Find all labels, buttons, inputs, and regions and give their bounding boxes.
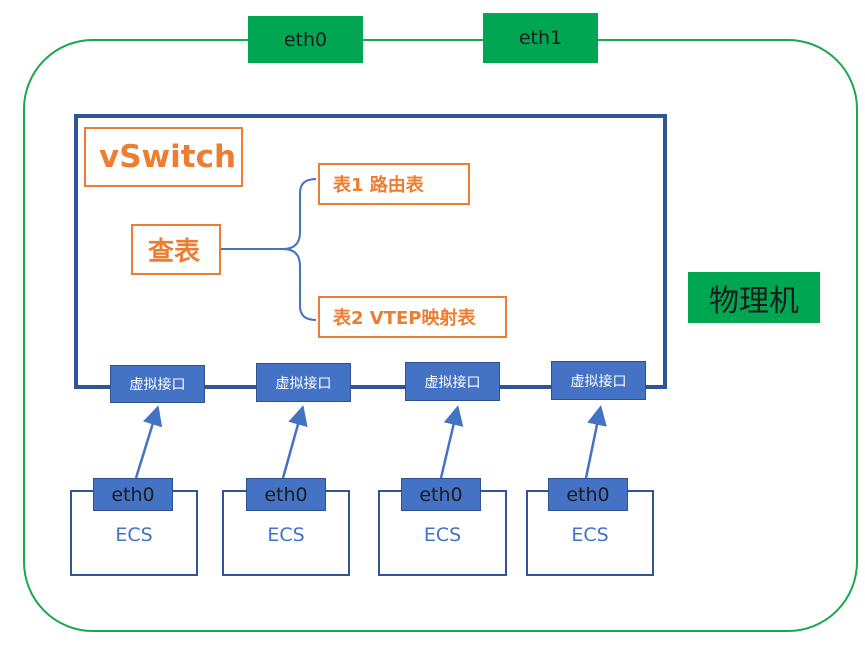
vtep-mapping-table-box: 表2 VTEP映射表 (318, 296, 507, 338)
host-nic-eth1[interactable]: eth1 (483, 13, 598, 63)
ecs-4-nic-eth0[interactable]: eth0 (548, 478, 628, 511)
ecs-instance-2[interactable]: ECS (222, 490, 350, 576)
virtual-port-3[interactable]: 虚拟接口 (405, 362, 500, 401)
vm1-to-port1-arrow (134, 405, 163, 479)
lookup-brace-connector (221, 178, 317, 321)
virtual-port-1[interactable]: 虚拟接口 (110, 365, 205, 403)
physical-host-label: 物理机 (688, 272, 820, 323)
lookup-box: 查表 (131, 224, 221, 275)
vm4-to-port4-arrow (584, 405, 607, 479)
ecs-3-nic-eth0[interactable]: eth0 (401, 478, 481, 511)
vswitch-title: vSwitch (84, 127, 243, 187)
vm2-to-port2-arrow (281, 405, 308, 479)
ecs-2-nic-eth0[interactable]: eth0 (246, 478, 326, 511)
vswitch-container (74, 114, 667, 389)
vm3-to-port3-arrow (439, 405, 464, 479)
virtual-port-4[interactable]: 虚拟接口 (551, 361, 646, 400)
physical-host-boundary (23, 39, 858, 632)
virtual-port-2[interactable]: 虚拟接口 (256, 363, 351, 402)
ecs-1-nic-eth0[interactable]: eth0 (93, 478, 173, 511)
routing-table-box: 表1 路由表 (318, 163, 470, 205)
host-nic-eth0[interactable]: eth0 (248, 16, 363, 63)
